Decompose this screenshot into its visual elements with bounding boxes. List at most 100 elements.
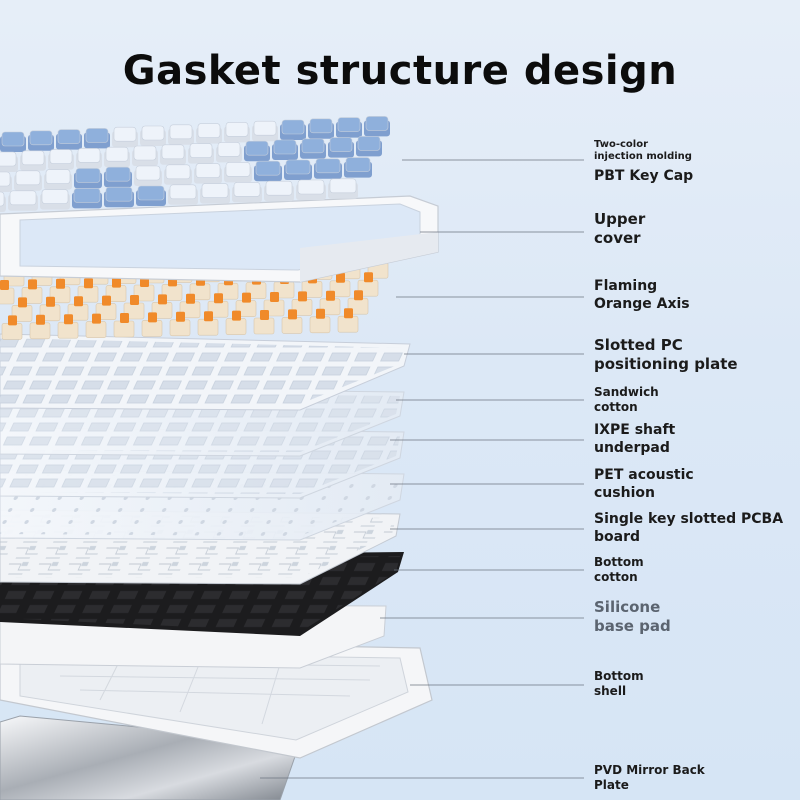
switch xyxy=(253,310,275,335)
switch xyxy=(85,313,107,338)
label-line: underpad xyxy=(594,440,670,456)
label-pet-cushion: PET acoustic cushion xyxy=(594,466,694,502)
keycap xyxy=(20,150,46,171)
keycap xyxy=(356,136,382,157)
leader-lines xyxy=(260,159,584,779)
keycap xyxy=(244,140,270,162)
label-line: cushion xyxy=(594,485,655,501)
keycap xyxy=(264,180,294,202)
label-line: cotton xyxy=(594,570,638,584)
keycap xyxy=(216,142,242,163)
keycap xyxy=(300,138,326,159)
label-line: Bottom xyxy=(594,555,644,569)
keycap xyxy=(296,179,326,200)
keycap xyxy=(112,126,138,148)
keycap-set xyxy=(0,116,390,212)
switch xyxy=(21,279,43,304)
keycap xyxy=(28,130,54,151)
keycap xyxy=(188,143,214,164)
label-line: Upper xyxy=(594,210,646,228)
switch xyxy=(141,312,163,337)
pc-positioning-plate xyxy=(0,333,411,411)
switch xyxy=(197,311,219,336)
label-line: Sandwich xyxy=(594,385,659,399)
keycap xyxy=(0,131,26,152)
switch xyxy=(337,308,359,333)
keycap xyxy=(0,191,6,212)
label-line: base pad xyxy=(594,617,671,635)
keycap xyxy=(194,163,222,184)
label-ixpe-underpad: IXPE shaft underpad xyxy=(594,421,675,457)
keycap xyxy=(272,139,298,160)
switch xyxy=(1,315,23,340)
keycap xyxy=(0,171,12,192)
keycap xyxy=(314,158,342,179)
label-line: IXPE shaft xyxy=(594,422,676,438)
label-line: positioning plate xyxy=(594,355,738,373)
keycap xyxy=(344,157,372,178)
keycap xyxy=(280,119,306,140)
keycap xyxy=(44,169,72,190)
label-line: PET acoustic xyxy=(594,467,694,483)
keycap xyxy=(104,186,134,208)
keycap xyxy=(132,145,158,166)
diagram-title: Gasket structure design xyxy=(122,48,678,94)
keycap xyxy=(84,128,110,149)
keycap xyxy=(224,162,252,183)
keycap xyxy=(0,151,18,172)
keycap xyxy=(254,160,282,182)
label-line: cotton xyxy=(594,400,638,414)
keycap xyxy=(328,137,354,158)
label-line: PBT Key Cap xyxy=(594,168,694,184)
label-line: board xyxy=(594,529,641,545)
keycap xyxy=(8,190,38,211)
bottom-shell xyxy=(0,639,433,759)
keycap xyxy=(74,168,102,189)
label-line: Plate xyxy=(594,778,629,792)
keycap xyxy=(232,182,262,203)
label-pc-plate: Slotted PC positioning plate xyxy=(594,336,738,374)
label-line: Single key slotted PCBA xyxy=(594,511,784,527)
keycap xyxy=(308,118,334,139)
switch xyxy=(225,310,247,335)
keycap xyxy=(168,184,198,205)
label-pcba-board: Single key slotted PCBA board xyxy=(594,510,783,546)
keycap xyxy=(72,188,102,209)
keycap xyxy=(252,120,278,142)
switch xyxy=(67,296,89,321)
switch xyxy=(57,314,79,339)
keycap xyxy=(160,144,186,165)
label-line: Silicone xyxy=(594,598,661,616)
label-line: Two-color xyxy=(594,139,649,150)
label-sandwich-cotton: Sandwich cotton xyxy=(594,385,659,415)
upper-cover-frame xyxy=(0,195,439,283)
keycap xyxy=(76,148,102,169)
label-line: injection molding xyxy=(594,151,692,162)
label-upper-cover: Upper cover xyxy=(594,210,645,248)
switch xyxy=(29,314,51,340)
label-line: Slotted PC xyxy=(594,336,683,354)
keycap xyxy=(196,123,222,144)
keycap xyxy=(48,149,74,170)
switch xyxy=(113,313,135,338)
keycap xyxy=(224,122,250,143)
label-line: cover xyxy=(594,229,641,247)
label-line: shell xyxy=(594,684,627,698)
label-line: Flaming xyxy=(594,278,658,294)
label-silicone-base-pad: Silicone base pad xyxy=(594,598,671,636)
keycap xyxy=(328,178,358,199)
switch xyxy=(169,311,191,337)
keycap xyxy=(168,124,194,145)
label-pvd-mirror-plate: PVD Mirror Back Plate xyxy=(594,763,705,793)
keycap xyxy=(134,165,162,186)
keycap xyxy=(200,183,230,204)
label-bottom-shell: Bottom shell xyxy=(594,669,644,699)
keycap xyxy=(56,129,82,150)
keycap xyxy=(164,164,192,185)
label-flaming-orange-axis: Flaming Orange Axis xyxy=(594,277,690,313)
keycap xyxy=(284,159,312,180)
keycap xyxy=(104,166,132,188)
keycap xyxy=(140,125,166,146)
switch xyxy=(309,308,331,334)
